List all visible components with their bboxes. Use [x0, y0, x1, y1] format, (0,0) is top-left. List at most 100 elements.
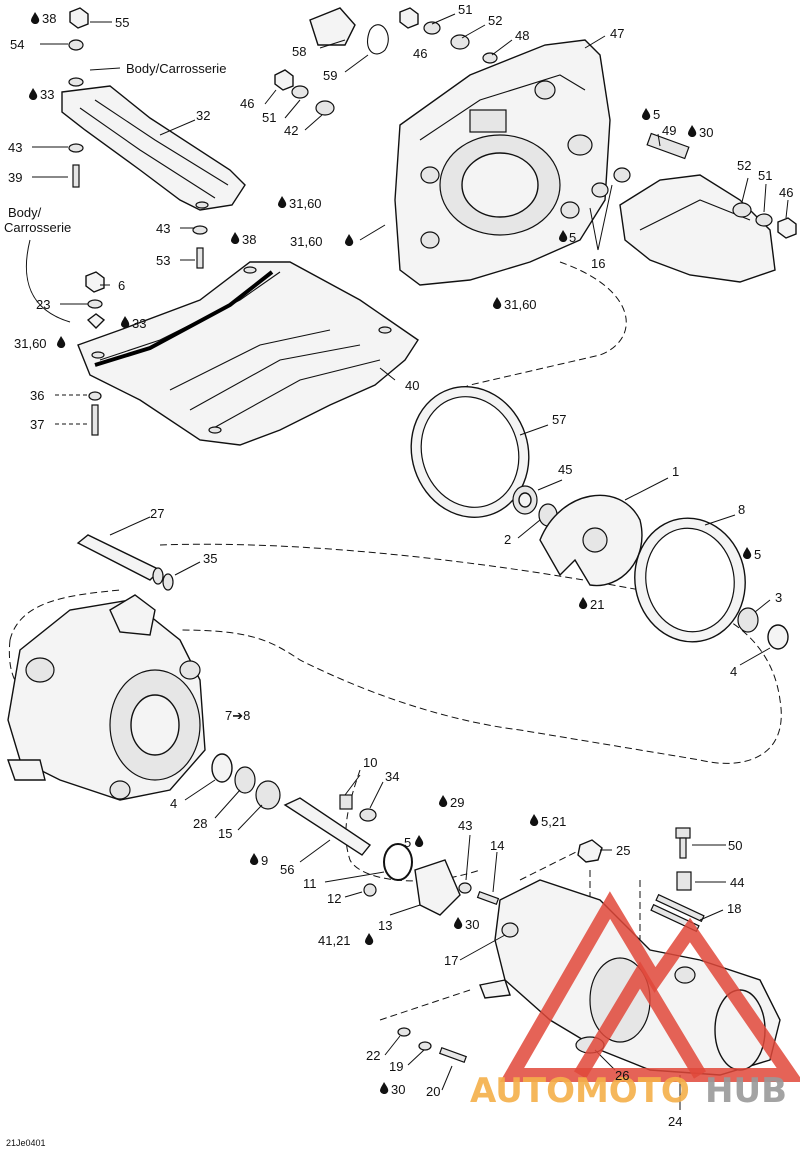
hardware-top — [68, 7, 498, 436]
side-bracket — [591, 132, 797, 283]
svg-text:53: 53 — [156, 253, 170, 268]
callout-22: 22 — [366, 1048, 380, 1063]
callout-46a: 46 — [413, 46, 427, 61]
svg-text:55: 55 — [115, 15, 129, 30]
callout-43a: 43 — [8, 140, 22, 155]
svg-text:52: 52 — [737, 158, 751, 173]
svg-text:34: 34 — [385, 769, 399, 784]
svg-text:38: 38 — [42, 11, 56, 26]
callout-25: 25 — [616, 843, 630, 858]
svg-text:51: 51 — [758, 168, 772, 183]
svg-text:44: 44 — [730, 875, 744, 890]
svg-text:59: 59 — [323, 68, 337, 83]
svg-text:49: 49 — [662, 123, 676, 138]
watermark-text-right: HUB — [705, 1071, 787, 1111]
callout-39: 39 — [8, 170, 22, 185]
callout-33a: 33 — [29, 87, 54, 102]
callout-3: 3 — [775, 590, 782, 605]
callout-8: 8 — [738, 502, 745, 517]
svg-text:13: 13 — [378, 918, 392, 933]
svg-text:5: 5 — [653, 107, 660, 122]
svg-text:30: 30 — [699, 125, 713, 140]
callout-45: 45 — [558, 462, 572, 477]
svg-text:43: 43 — [156, 221, 170, 236]
tube-27 — [76, 534, 174, 591]
support-bracket-32 — [61, 85, 246, 211]
callout-20: 20 — [426, 1084, 440, 1099]
svg-text:20: 20 — [426, 1084, 440, 1099]
callout-34: 34 — [385, 769, 399, 784]
callout-43c: 43 — [458, 818, 472, 833]
svg-text:11: 11 — [303, 876, 317, 891]
svg-text:50: 50 — [728, 838, 742, 853]
plate-40 — [77, 261, 419, 446]
callout-3160b: 31,60 — [290, 234, 354, 249]
callout-18: 18 — [727, 901, 741, 916]
callout-4121: 41,21 — [318, 933, 374, 948]
svg-text:43: 43 — [8, 140, 22, 155]
svg-text:39: 39 — [8, 170, 22, 185]
svg-text:7➔8: 7➔8 — [225, 708, 250, 723]
svg-text:26: 26 — [615, 1068, 629, 1083]
callout-42: 42 — [284, 123, 298, 138]
callout-6: 6 — [118, 278, 125, 293]
svg-text:1: 1 — [672, 464, 679, 479]
body-label-top: Body/Carrosserie — [126, 61, 226, 76]
svg-text:58: 58 — [292, 44, 306, 59]
svg-text:5,21: 5,21 — [541, 814, 566, 829]
callout-56: 56 — [280, 862, 294, 877]
svg-text:32: 32 — [196, 108, 210, 123]
svg-text:25: 25 — [616, 843, 630, 858]
svg-text:18: 18 — [727, 901, 741, 916]
svg-text:57: 57 — [552, 412, 566, 427]
svg-text:16: 16 — [591, 256, 605, 271]
callout-10: 10 — [363, 755, 377, 770]
svg-text:46: 46 — [413, 46, 427, 61]
svg-text:48: 48 — [515, 28, 529, 43]
callout-16: 16 — [591, 256, 605, 271]
svg-text:29: 29 — [450, 795, 464, 810]
callout-15: 15 — [218, 826, 232, 841]
svg-text:5: 5 — [569, 230, 576, 245]
callout-29: 29 — [439, 795, 464, 810]
callout-40: 40 — [405, 378, 419, 393]
svg-text:54: 54 — [10, 37, 24, 52]
svg-text:3: 3 — [775, 590, 782, 605]
callout-12: 12 — [327, 891, 341, 906]
callout-51a: 51 — [458, 2, 472, 17]
svg-text:5: 5 — [754, 547, 761, 562]
callout-11: 11 — [303, 876, 317, 891]
svg-text:33: 33 — [40, 87, 54, 102]
svg-text:42: 42 — [284, 123, 298, 138]
callout-38a: 38 — [31, 11, 56, 26]
callout-30c: 30 — [380, 1082, 405, 1097]
callouts: 38 55 54 33 32 43 39 58 59 46 51 52 48 4… — [8, 2, 793, 1129]
diagram-code: 21Je0401 — [6, 1138, 46, 1148]
callout-30a: 30 — [688, 125, 713, 140]
svg-text:24: 24 — [668, 1114, 682, 1129]
callout-2: 2 — [504, 532, 511, 547]
callout-49: 49 — [662, 123, 676, 138]
svg-text:19: 19 — [389, 1059, 403, 1074]
svg-text:4: 4 — [730, 664, 737, 679]
svg-text:45: 45 — [558, 462, 572, 477]
svg-text:9: 9 — [261, 853, 268, 868]
watermark: AUTOMOTO HUB — [470, 891, 800, 1111]
callout-51b: 51 — [262, 110, 276, 125]
callout-32: 32 — [196, 108, 210, 123]
svg-text:51: 51 — [458, 2, 472, 17]
svg-text:27: 27 — [150, 506, 164, 521]
svg-text:22: 22 — [366, 1048, 380, 1063]
svg-text:12: 12 — [327, 891, 341, 906]
svg-text:5: 5 — [404, 835, 411, 850]
svg-text:51: 51 — [262, 110, 276, 125]
callout-37: 37 — [30, 417, 44, 432]
svg-text:2: 2 — [504, 532, 511, 547]
callout-28: 28 — [193, 816, 207, 831]
svg-text:40: 40 — [405, 378, 419, 393]
callout-21a: 21 — [579, 597, 604, 612]
callout-9: 9 — [250, 853, 268, 868]
callout-52b: 52 — [737, 158, 751, 173]
